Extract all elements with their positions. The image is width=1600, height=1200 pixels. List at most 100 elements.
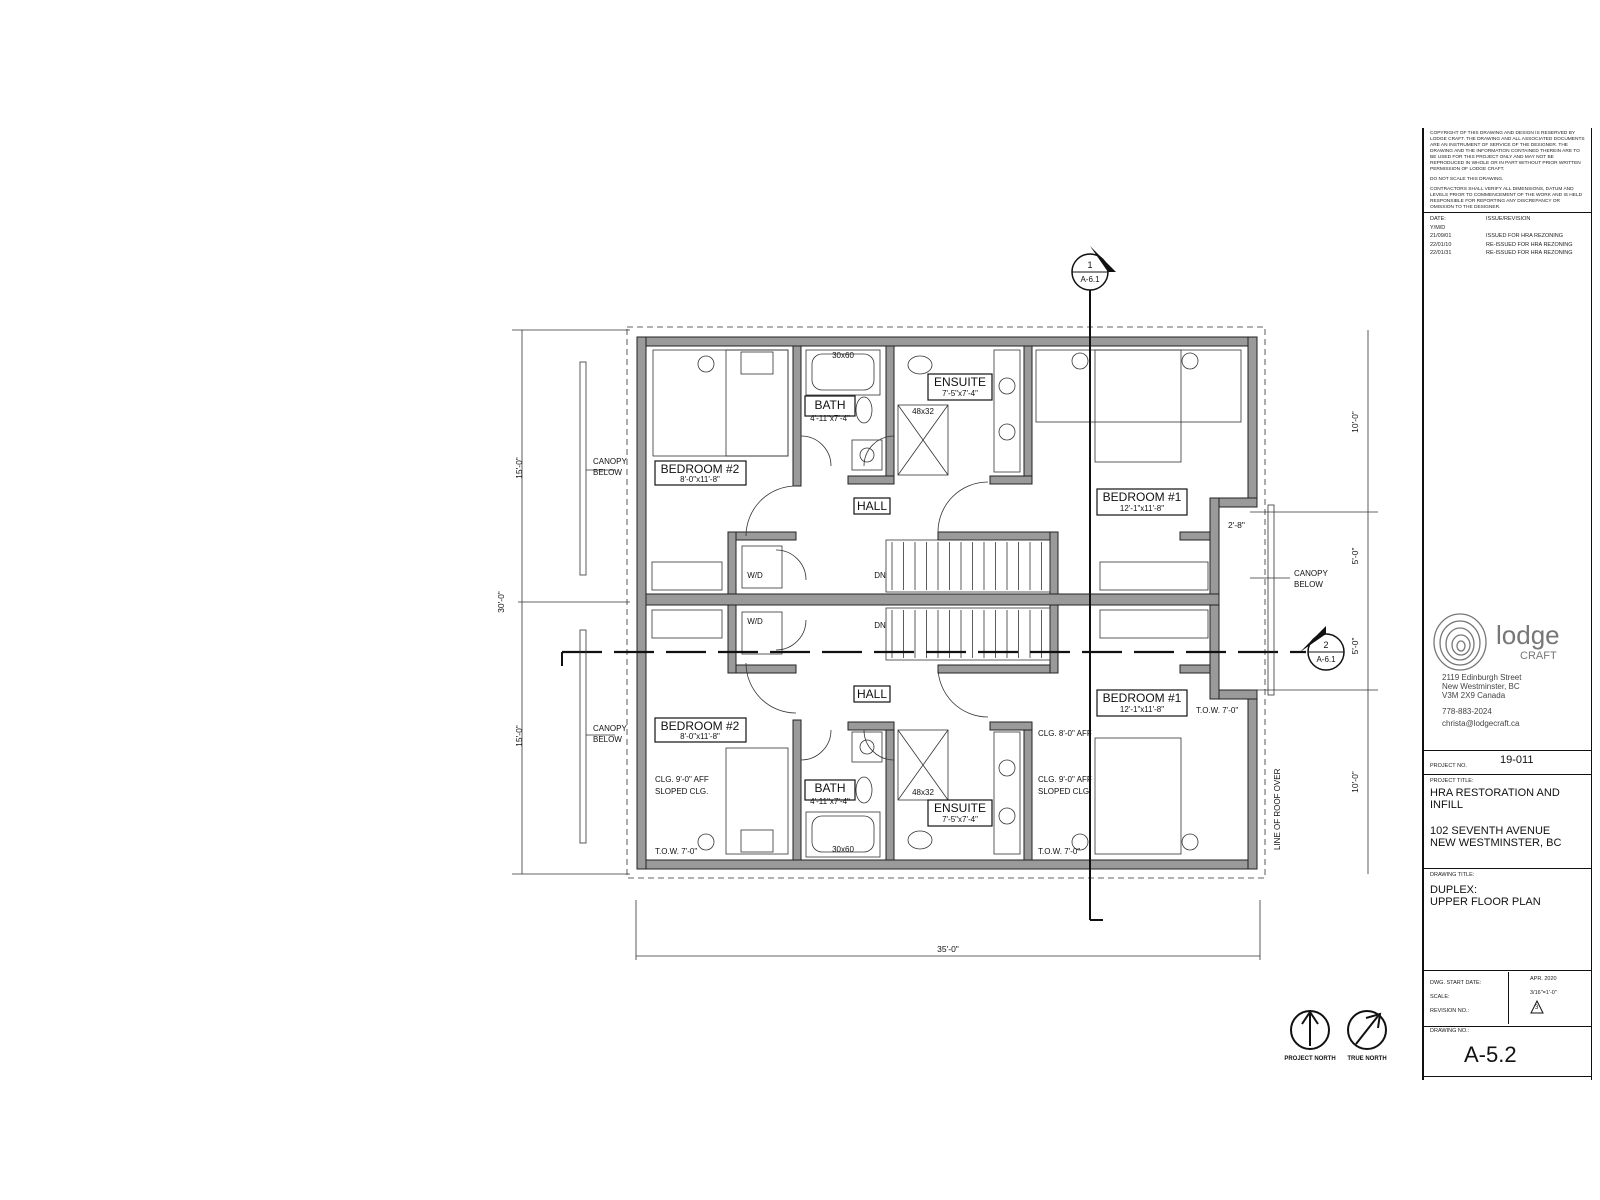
start-date-label: DWG. START DATE: — [1430, 980, 1482, 986]
section1-ref: A-6.1 — [1080, 275, 1100, 284]
project-address-line: NEW WESTMINSTER, BC — [1430, 837, 1562, 849]
revision-label: REVISION NO.: — [1430, 1008, 1470, 1014]
bath-lower-name: BATH — [814, 781, 845, 795]
project-address-line: 102 SEVENTH AVENUE — [1430, 825, 1551, 837]
revision-triangle-icon: 3 — [1530, 999, 1544, 1014]
stair-treads-lower — [891, 610, 1042, 658]
drawing-no-value: A-5.2 — [1464, 1042, 1517, 1067]
scale-value: 3/16"=1'-0" — [1530, 990, 1557, 996]
door-swings — [745, 435, 989, 761]
tub-upper: 30x60 — [832, 351, 854, 360]
clg-right-label: CLG. 9'-0" AFF — [1038, 775, 1092, 784]
bath-upper-name: BATH — [814, 398, 845, 412]
project-north-icon — [1290, 1010, 1330, 1050]
rev-date: 22/01/31 — [1430, 250, 1452, 256]
canopy-label-right-2: BELOW — [1294, 580, 1323, 589]
wd-upper: W/D — [747, 571, 763, 580]
lodge-craft-logo-icon: lodge CRAFT — [1433, 613, 1560, 671]
clg-right-top-label: CLG. 8'-0" AFF — [1038, 729, 1092, 738]
drawing-title: DRAWING TITLE: DUPLEX: UPPER FLOOR PLAN — [1424, 872, 1591, 908]
drawing-title-line: UPPER FLOOR PLAN — [1430, 896, 1541, 908]
shower-lower: 48x32 — [912, 788, 934, 797]
floor-plan-drawing: BEDROOM #2 8'-0"x11'-8" BATH 4'-11"x7'-4… — [496, 246, 1387, 1062]
clg-left-label: CLG. 9'-0" AFF — [655, 775, 709, 784]
project-no-value: 19-011 — [1500, 754, 1534, 766]
logo-sub: CRAFT — [1520, 650, 1557, 662]
rev-issue-header: ISSUE/REVISION — [1486, 216, 1531, 222]
title-block: COPYRIGHT OF THIS DRAWING AND DESIGN IS … — [1422, 128, 1592, 1080]
dim-overall-width: 35'-0" — [937, 944, 959, 954]
copyright-text: COPYRIGHT OF THIS DRAWING AND DESIGN IS … — [1430, 131, 1585, 172]
drawing-title-line: DUPLEX: — [1430, 884, 1478, 896]
start-date-value: APR. 2020 — [1530, 976, 1557, 982]
dim-left-upper: 15'-0" — [514, 457, 524, 479]
tow-left-label: T.O.W. 7'-0" — [655, 847, 697, 856]
tow-upper-right-label: T.O.W. 7'-0" — [1196, 706, 1238, 715]
bedroom1-upper-size: 12'-1"x11'-8" — [1120, 504, 1164, 513]
logo-word: lodge — [1496, 620, 1560, 650]
canopy-label-lower-1: CANOPY — [593, 724, 627, 733]
bedroom2-upper-size: 8'-0"x11'-8" — [680, 475, 720, 484]
section2-number: 2 — [1323, 640, 1328, 650]
exterior-walls — [636, 336, 1258, 870]
project-no-label: PROJECT NO. — [1430, 763, 1467, 769]
stair-upper — [885, 539, 1051, 593]
rev-desc: ISSUED FOR HRA REZONING — [1486, 233, 1564, 239]
scale-label: SCALE: — [1430, 994, 1450, 1000]
dn-lower: DN — [874, 621, 886, 630]
wd-lower: W/D — [747, 617, 763, 626]
rev-date: 21/09/01 — [1430, 233, 1452, 239]
tow-right-label: T.O.W. 7'-0" — [1038, 847, 1080, 856]
bath-upper-size: 4'-11"x7'-4" — [810, 414, 850, 423]
drawing-no-label: DRAWING NO.: — [1430, 1028, 1470, 1034]
shower-upper: 48x32 — [912, 407, 934, 416]
bedroom2-lower-size: 8'-0"x11'-8" — [680, 732, 720, 741]
copyright-notice: COPYRIGHT OF THIS DRAWING AND DESIGN IS … — [1424, 128, 1591, 214]
address-line: V3M 2X9 Canada — [1442, 691, 1506, 700]
company-logo: lodge CRAFT — [1424, 606, 1591, 676]
section-cut-2 — [561, 626, 1345, 671]
dim-left-lower: 15'-0" — [514, 725, 524, 747]
bath-lower-size: 4'-11"x7'-4" — [810, 797, 850, 806]
interior-walls-upper — [727, 345, 1211, 595]
canopy-label-right-1: CANOPY — [1294, 569, 1328, 578]
canopy-label-lower-2: BELOW — [593, 735, 622, 744]
rev-date: 22/01/10 — [1430, 241, 1452, 248]
room-labels — [654, 373, 1188, 827]
rev-desc: RE-ISSUED FOR HRA REZONING — [1486, 250, 1573, 256]
section2-ref: A-6.1 — [1316, 655, 1336, 664]
dim-right-2: 5'-0" — [1350, 548, 1360, 565]
bedroom1-upper-name: BEDROOM #1 — [1103, 490, 1182, 504]
project-title-line: INFILL — [1430, 799, 1464, 811]
section1-number: 1 — [1087, 260, 1092, 270]
ensuite-upper-size: 7'-5"x7'-4" — [942, 389, 978, 398]
company-phone: 778-883-2024 — [1442, 707, 1492, 716]
rev-date-header: DATE: — [1430, 216, 1446, 222]
true-north-label: TRUE NORTH — [1347, 1056, 1386, 1062]
tub-lower: 30x60 — [832, 845, 854, 854]
drawing-number: DRAWING NO.: A-5.2 — [1424, 1028, 1591, 1078]
sloped-left-label: SLOPED CLG. — [655, 787, 708, 796]
address-line: New Westminster, BC — [1442, 682, 1520, 691]
revision-table: DATE: ISSUE/REVISION Y/M/D 21/09/01 ISSUED… — [1424, 216, 1591, 259]
rev-ymd-header: Y/M/D — [1430, 224, 1446, 231]
canopy-label-upper-1: CANOPY — [593, 457, 627, 466]
interior-walls-lower — [727, 604, 1211, 861]
do-not-scale-text: DO NOT SCALE THIS DRAWING. — [1430, 177, 1504, 182]
bedroom2-upper-name: BEDROOM #2 — [661, 462, 740, 476]
dim-right-3: 5'-0" — [1350, 638, 1360, 655]
project-north-label: PROJECT NORTH — [1284, 1056, 1335, 1062]
project-title: PROJECT TITLE: HRA RESTORATION AND INFIL… — [1424, 778, 1591, 849]
dim-right-4: 10'-0" — [1350, 771, 1360, 793]
dimension-lines — [512, 329, 1378, 960]
dim-2-8: 2'-8" — [1228, 520, 1245, 530]
hall-upper: HALL — [857, 499, 887, 513]
ensuite-lower-name: ENSUITE — [934, 801, 986, 815]
hall-lower: HALL — [857, 687, 887, 701]
sloped-right-label: SLOPED CLG. — [1038, 787, 1091, 796]
dim-overall-depth: 30'-0" — [496, 591, 506, 613]
revision-value: 3 — [1535, 1005, 1539, 1011]
rev-desc: RE-ISSUED FOR HRA REZONING — [1486, 241, 1573, 248]
project-title-line: HRA RESTORATION AND — [1430, 787, 1560, 799]
project-no: PROJECT NO. 19-011 — [1424, 754, 1591, 772]
